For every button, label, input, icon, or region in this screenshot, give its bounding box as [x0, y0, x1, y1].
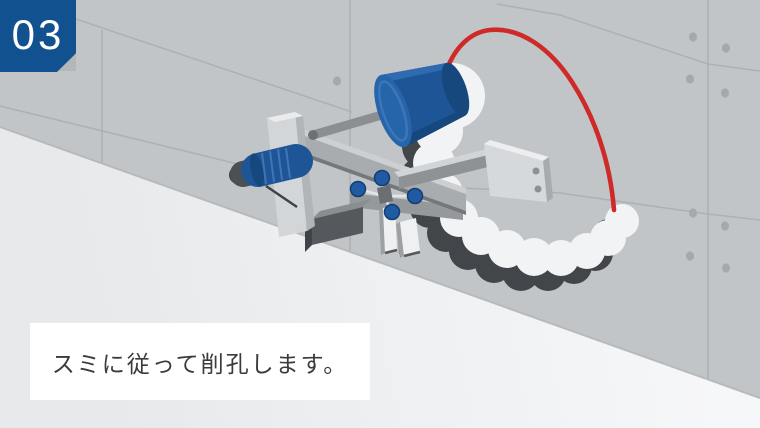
- drill-motor-face: [374, 74, 412, 148]
- bracket-bolt: [532, 167, 540, 175]
- drill-motor-end: [441, 62, 470, 117]
- red-hose: [444, 27, 617, 213]
- form-tie-hole: [689, 32, 697, 42]
- form-tie-hole: [333, 76, 341, 86]
- panel-seam: [0, 105, 239, 165]
- handwheel-hub: [377, 185, 393, 204]
- form-tie-hole: [686, 251, 694, 261]
- feed-handwheel: [349, 169, 424, 221]
- form-tie-hole: [689, 208, 697, 218]
- bracket-arm: [394, 149, 492, 189]
- caption-text: スミに従って削孔します。: [51, 350, 349, 377]
- caption-box: スミに従って削孔します。: [30, 323, 370, 400]
- step-number-badge: 03: [0, 0, 76, 72]
- core-drill-machine: [229, 62, 553, 258]
- form-tie-hole: [686, 74, 694, 84]
- counterweight-bar: [305, 199, 371, 252]
- form-tie-hole: [722, 263, 730, 273]
- feed-motor-face: [250, 153, 264, 187]
- floor-edge: [0, 126, 760, 399]
- form-tie-holes: [333, 32, 730, 273]
- panel-seam: [404, 184, 760, 221]
- feed-motor: [229, 144, 313, 209]
- drill-motor: [374, 62, 470, 148]
- panel-seam: [54, 11, 353, 113]
- feed-lever: [265, 184, 298, 209]
- wall-panel-seams: [0, 0, 760, 381]
- form-tie-hole: [722, 43, 730, 53]
- feed-motor-ribs: [261, 147, 291, 185]
- form-tie-hole: [721, 221, 729, 231]
- form-tie-hole: [721, 88, 729, 98]
- handwheel-knobs: [349, 169, 424, 221]
- step-number: 03: [11, 11, 65, 58]
- wall-bracket: [484, 140, 553, 202]
- bracket-bolt: [534, 185, 542, 193]
- panel-seam: [496, 3, 760, 72]
